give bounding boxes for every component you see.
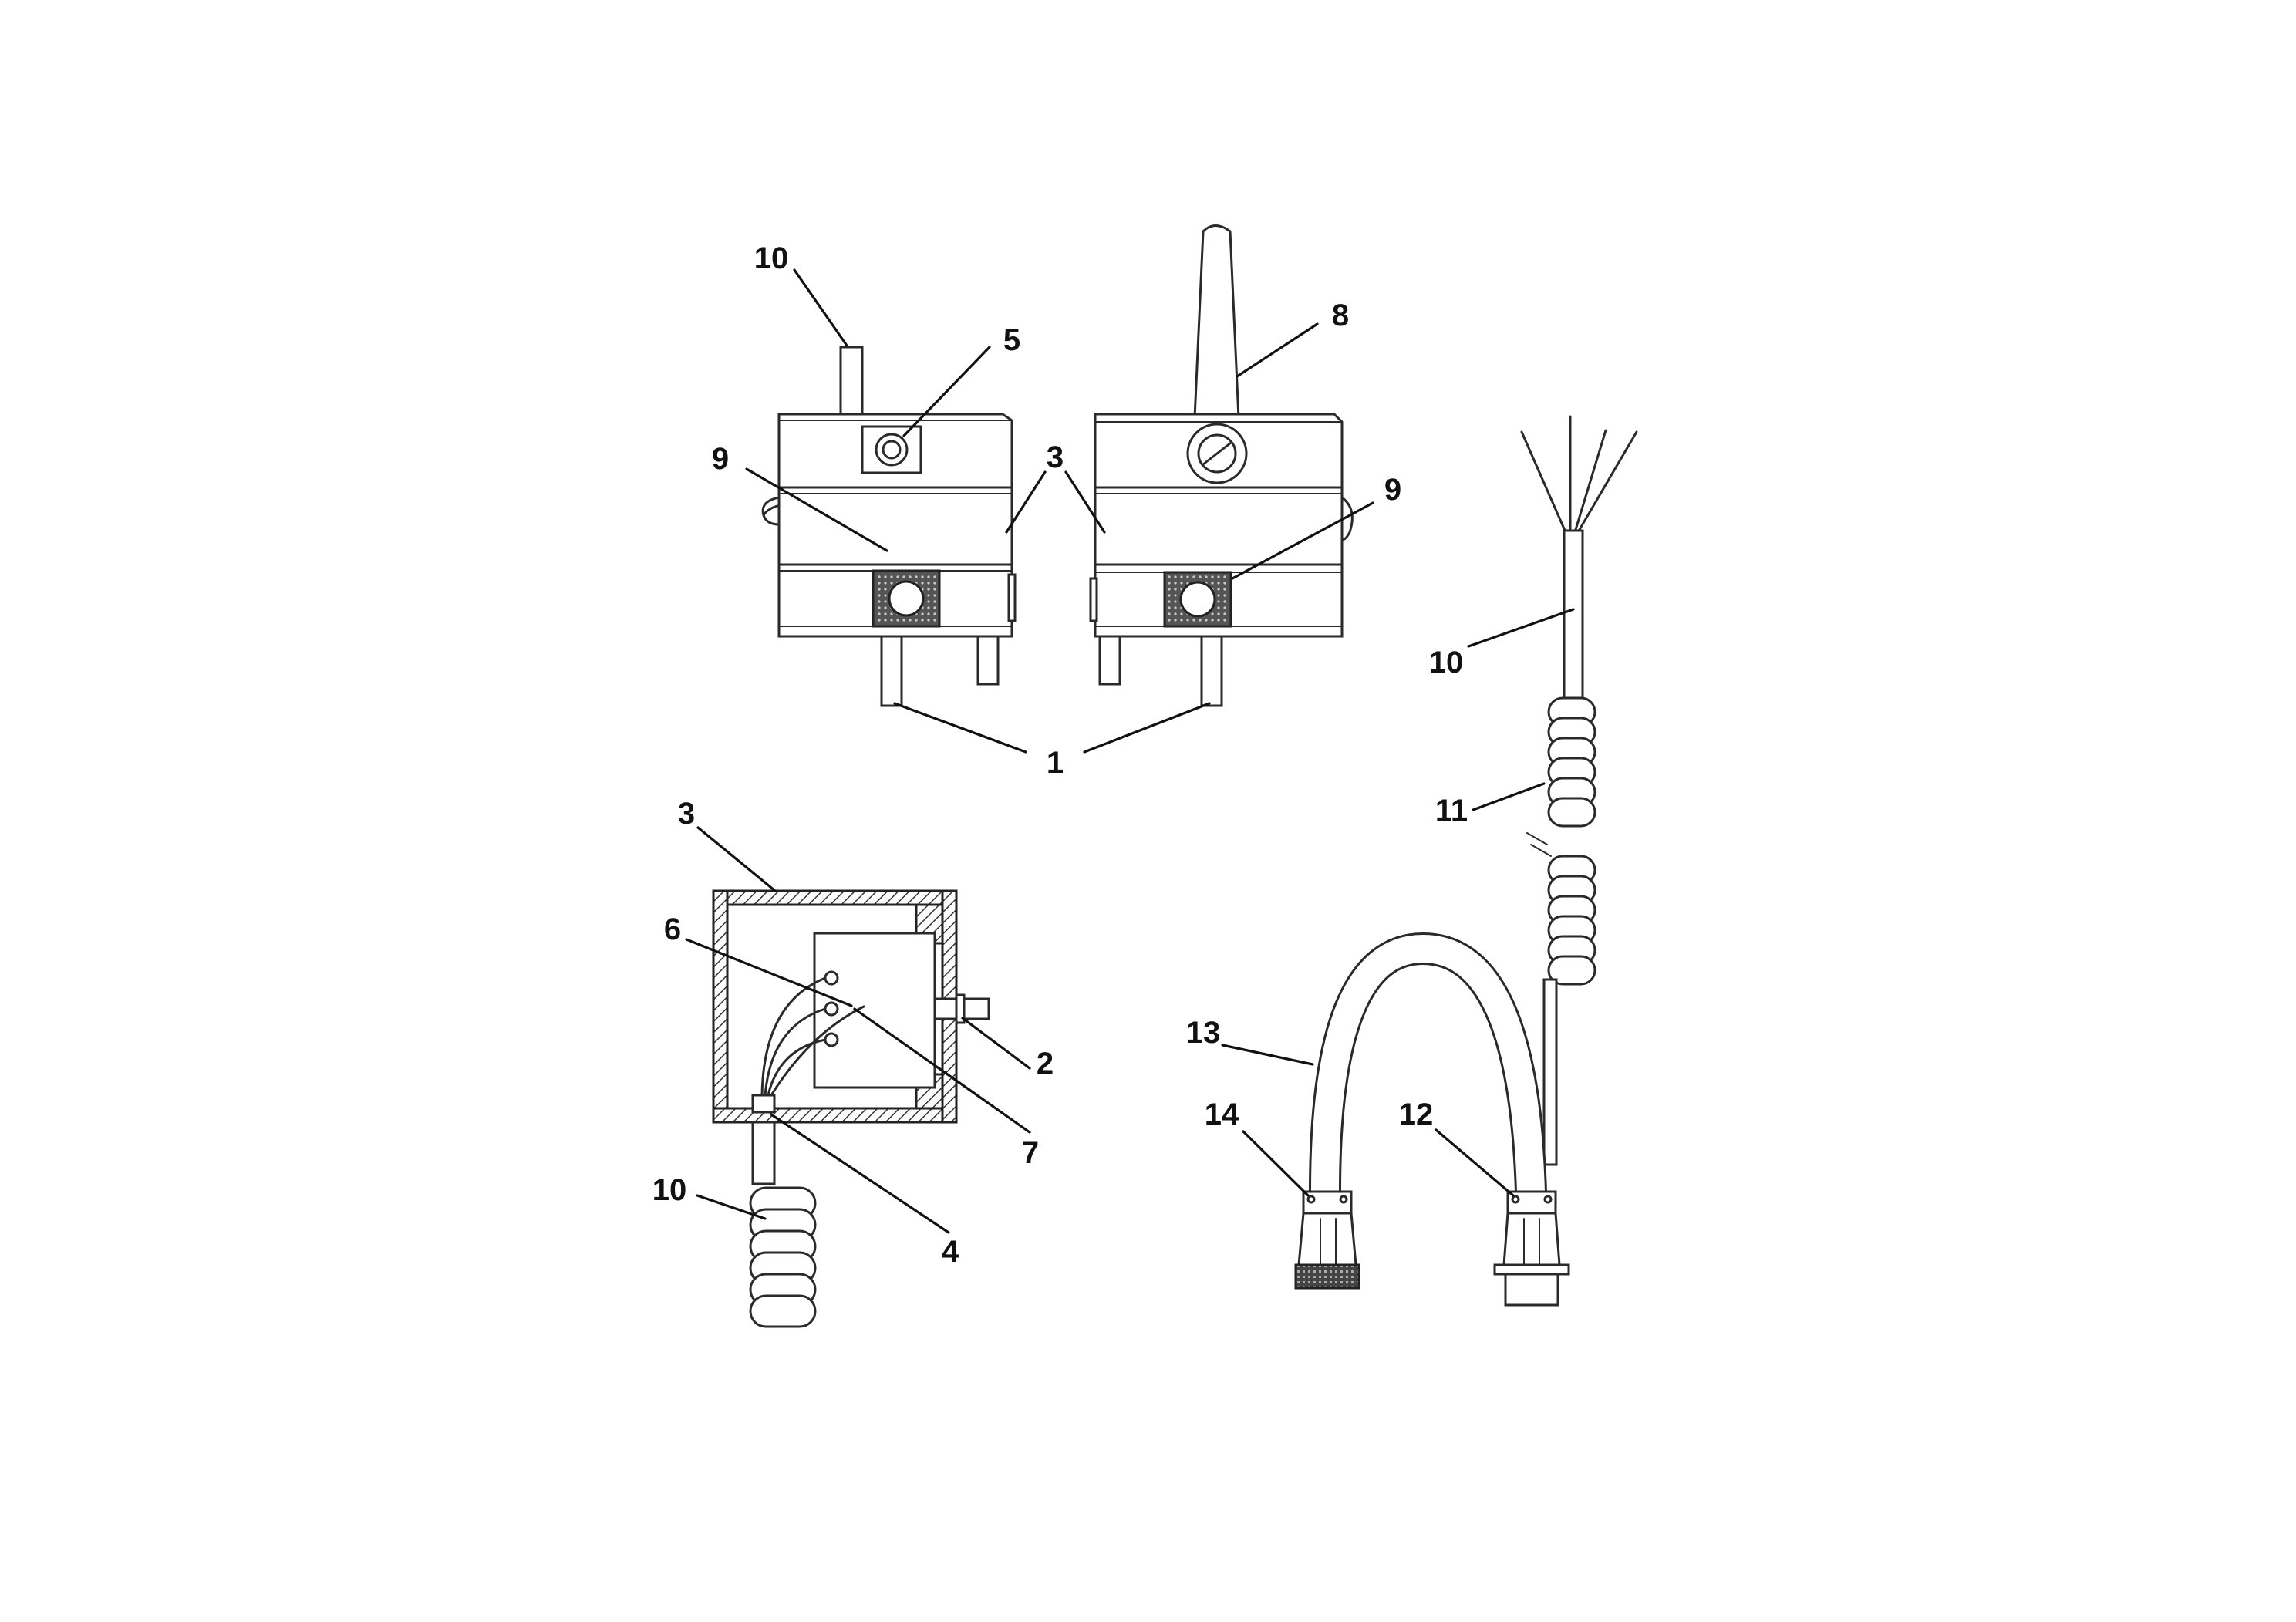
- callout-labels: 10 5 8 9 3 9 10 1 11 3 6 2 7 13 14 12 10…: [652, 241, 1468, 1269]
- callout-7: 7: [1022, 1136, 1039, 1170]
- callout-4: 4: [942, 1235, 959, 1269]
- cable-coil-loop: [749, 1294, 817, 1328]
- callout-11: 11: [1435, 794, 1468, 828]
- callout-8: 8: [1332, 298, 1349, 332]
- housing-cross-section: [712, 889, 990, 1328]
- callout-3-section: 3: [678, 797, 695, 831]
- leader-lines: [685, 268, 1575, 1234]
- callout-2: 2: [1037, 1047, 1054, 1081]
- callout-1: 1: [1047, 746, 1064, 780]
- plug-side-view-left: [761, 346, 1017, 707]
- callout-3-top: 3: [1047, 440, 1064, 474]
- callout-9-right: 9: [1384, 473, 1401, 507]
- cable-coil-loop: [1547, 797, 1596, 828]
- callout-10-section: 10: [652, 1173, 687, 1207]
- callout-6: 6: [664, 912, 681, 946]
- arched-cable-assembly: [1294, 932, 1570, 1307]
- cable-assembly-wires: [1520, 415, 1638, 1166]
- cable-coil-loop: [1547, 955, 1596, 986]
- callout-12: 12: [1399, 1098, 1434, 1131]
- callout-9-left: 9: [712, 442, 729, 476]
- callout-13: 13: [1186, 1016, 1221, 1050]
- callout-5: 5: [1003, 323, 1020, 357]
- callout-10-top: 10: [754, 241, 789, 275]
- callout-14: 14: [1205, 1098, 1239, 1131]
- callout-10-right: 10: [1429, 646, 1464, 679]
- plug-side-view-right: [1089, 224, 1354, 707]
